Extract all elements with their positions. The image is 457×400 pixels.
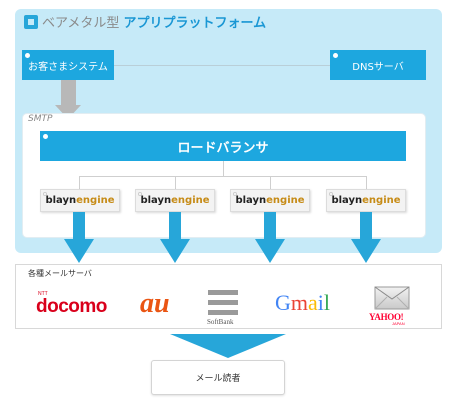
engine-brand: blayn [140, 195, 172, 206]
tree-branch [270, 176, 271, 189]
customer-system-box: お客さまシステム [22, 50, 114, 80]
softbank-logo-bar [208, 290, 238, 295]
dns-connector-line [114, 65, 330, 66]
load-balancer-label: ロードバランサ [177, 140, 269, 156]
softbank-label: SoftBank [207, 318, 234, 326]
yahoo-logo: YAHOO! [369, 312, 404, 322]
blue-arrow-shaft [169, 212, 181, 239]
blue-arrow-head [64, 239, 94, 263]
softbank-logo-bar [208, 300, 238, 305]
yahoo-japan-text: JAPAN [392, 321, 405, 326]
blue-arrow-shaft [360, 212, 372, 239]
tree-bar [79, 176, 367, 177]
engine-suffix: engine [76, 195, 115, 206]
docomo-ntt-text: NTT [38, 291, 48, 297]
gmail-letter: a [308, 290, 318, 315]
box-dot [233, 192, 237, 196]
box-dot [25, 53, 30, 58]
box-dot [329, 192, 333, 196]
engine-brand: blayn [45, 195, 77, 206]
engine-suffix: engine [362, 195, 401, 206]
box-dot [138, 192, 142, 196]
smtp-label: SMTP [28, 114, 53, 124]
box-dot [333, 53, 338, 58]
reader-arrow [170, 334, 286, 358]
blue-arrow-shaft [264, 212, 276, 239]
mail-reader-label: メール読者 [195, 374, 241, 384]
engine-brand: blayn [331, 195, 363, 206]
platform-title-prefix: ベアメタル型 [42, 16, 120, 31]
docomo-logo: docomo [36, 296, 107, 317]
tree-branch [366, 176, 367, 189]
blue-arrow-head [255, 239, 285, 263]
platform-title: ベアメタル型 アプリプラットフォーム [42, 12, 266, 31]
mail-servers-label: 各種メールサーバ [28, 269, 92, 278]
customer-system-label: お客さまシステム [28, 61, 108, 73]
au-logo: au [140, 288, 170, 319]
mail-servers-panel [15, 264, 442, 329]
tree-branch [175, 176, 176, 189]
softbank-logo-bar [208, 310, 238, 315]
platform-icon [24, 15, 38, 29]
gray-arrow-shaft [61, 80, 76, 105]
gmail-letter: l [323, 290, 331, 315]
box-dot [43, 192, 47, 196]
blue-arrow-head [160, 239, 190, 263]
engine-suffix: engine [266, 195, 305, 206]
envelope-icon [374, 286, 410, 310]
gmail-letter: m [290, 290, 309, 315]
mail-reader-box: メール読者 [151, 360, 285, 395]
engine-suffix: engine [171, 195, 210, 206]
gmail-letter: i [317, 290, 324, 315]
platform-title-main: アプリプラットフォーム [123, 16, 267, 31]
gmail-letter: G [275, 290, 291, 315]
tree-trunk [223, 161, 224, 176]
load-balancer-box: ロードバランサ [40, 131, 406, 161]
blue-arrow-shaft [73, 212, 85, 239]
engine-brand: blayn [235, 195, 267, 206]
dns-server-label: DNSサーバ [352, 61, 404, 73]
tree-branch [79, 176, 80, 189]
dns-server-box: DNSサーバ [330, 50, 426, 80]
box-dot [43, 134, 48, 139]
gmail-logo: Gmail [275, 290, 330, 316]
blue-arrow-head [351, 239, 381, 263]
